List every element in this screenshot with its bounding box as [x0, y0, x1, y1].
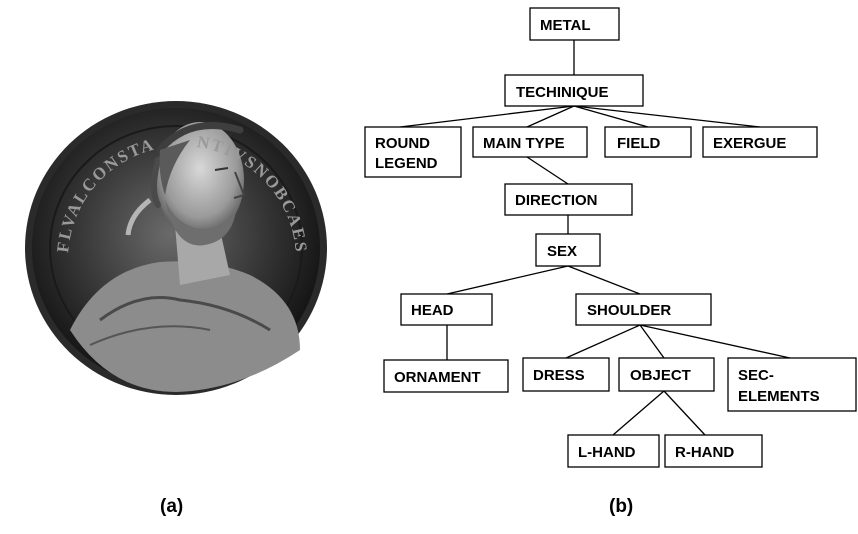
edge-shoulder-secelements: [640, 325, 790, 358]
node-main-type: MAIN TYPE: [473, 127, 587, 157]
node-ornament: ORNAMENT: [384, 360, 508, 392]
node-technique-label: TECHINIQUE: [516, 84, 609, 101]
node-field-label: FIELD: [617, 135, 660, 152]
node-r-hand: R-HAND: [665, 435, 762, 467]
node-dress-label: DRESS: [533, 367, 585, 384]
node-metal: METAL: [530, 8, 619, 40]
node-object-label: OBJECT: [630, 367, 691, 384]
node-direction: DIRECTION: [505, 184, 632, 215]
node-round-legend-line1: ROUND: [375, 135, 430, 152]
node-field: FIELD: [605, 127, 691, 157]
node-sec-elements: SEC- ELEMENTS: [728, 358, 856, 411]
edge-sex-head: [447, 266, 568, 294]
node-sex-label: SEX: [547, 243, 577, 260]
edge-technique-field: [574, 106, 648, 127]
node-technique: TECHINIQUE: [505, 75, 643, 106]
node-direction-label: DIRECTION: [515, 192, 598, 209]
node-sec-elements-line1: SEC-: [738, 367, 774, 384]
node-round-legend-line2: LEGEND: [375, 155, 438, 172]
node-sex: SEX: [536, 234, 600, 266]
node-ornament-label: ORNAMENT: [394, 369, 481, 386]
node-shoulder: SHOULDER: [576, 294, 711, 325]
node-head-label: HEAD: [411, 302, 454, 319]
node-main-type-label: MAIN TYPE: [483, 135, 565, 152]
node-l-hand: L-HAND: [568, 435, 659, 467]
node-head: HEAD: [401, 294, 492, 325]
node-exergue: EXERGUE: [703, 127, 817, 157]
edge-maintype-direction: [527, 157, 568, 184]
edge-technique-roundlegend: [400, 106, 574, 127]
node-dress: DRESS: [523, 358, 609, 391]
node-metal-label: METAL: [540, 17, 591, 34]
node-r-hand-label: R-HAND: [675, 444, 734, 461]
coin-image: FLVALCONSTA NTIVSNOBCAES: [25, 101, 327, 395]
node-l-hand-label: L-HAND: [578, 444, 636, 461]
panel-label-a: (a): [160, 496, 183, 518]
panel-label-b: (b): [609, 496, 633, 518]
edge-technique-exergue: [574, 106, 760, 127]
edge-sex-shoulder: [568, 266, 640, 294]
node-object: OBJECT: [619, 358, 714, 391]
edge-shoulder-dress: [566, 325, 640, 358]
node-sec-elements-line2: ELEMENTS: [738, 388, 820, 405]
node-exergue-label: EXERGUE: [713, 135, 786, 152]
node-round-legend: ROUND LEGEND: [365, 127, 461, 177]
tree-nodes: METAL TECHINIQUE ROUND LEGEND MAIN TYPE …: [365, 8, 856, 467]
edge-object-rhand: [664, 391, 705, 435]
node-shoulder-label: SHOULDER: [587, 302, 671, 319]
edge-object-lhand: [613, 391, 664, 435]
